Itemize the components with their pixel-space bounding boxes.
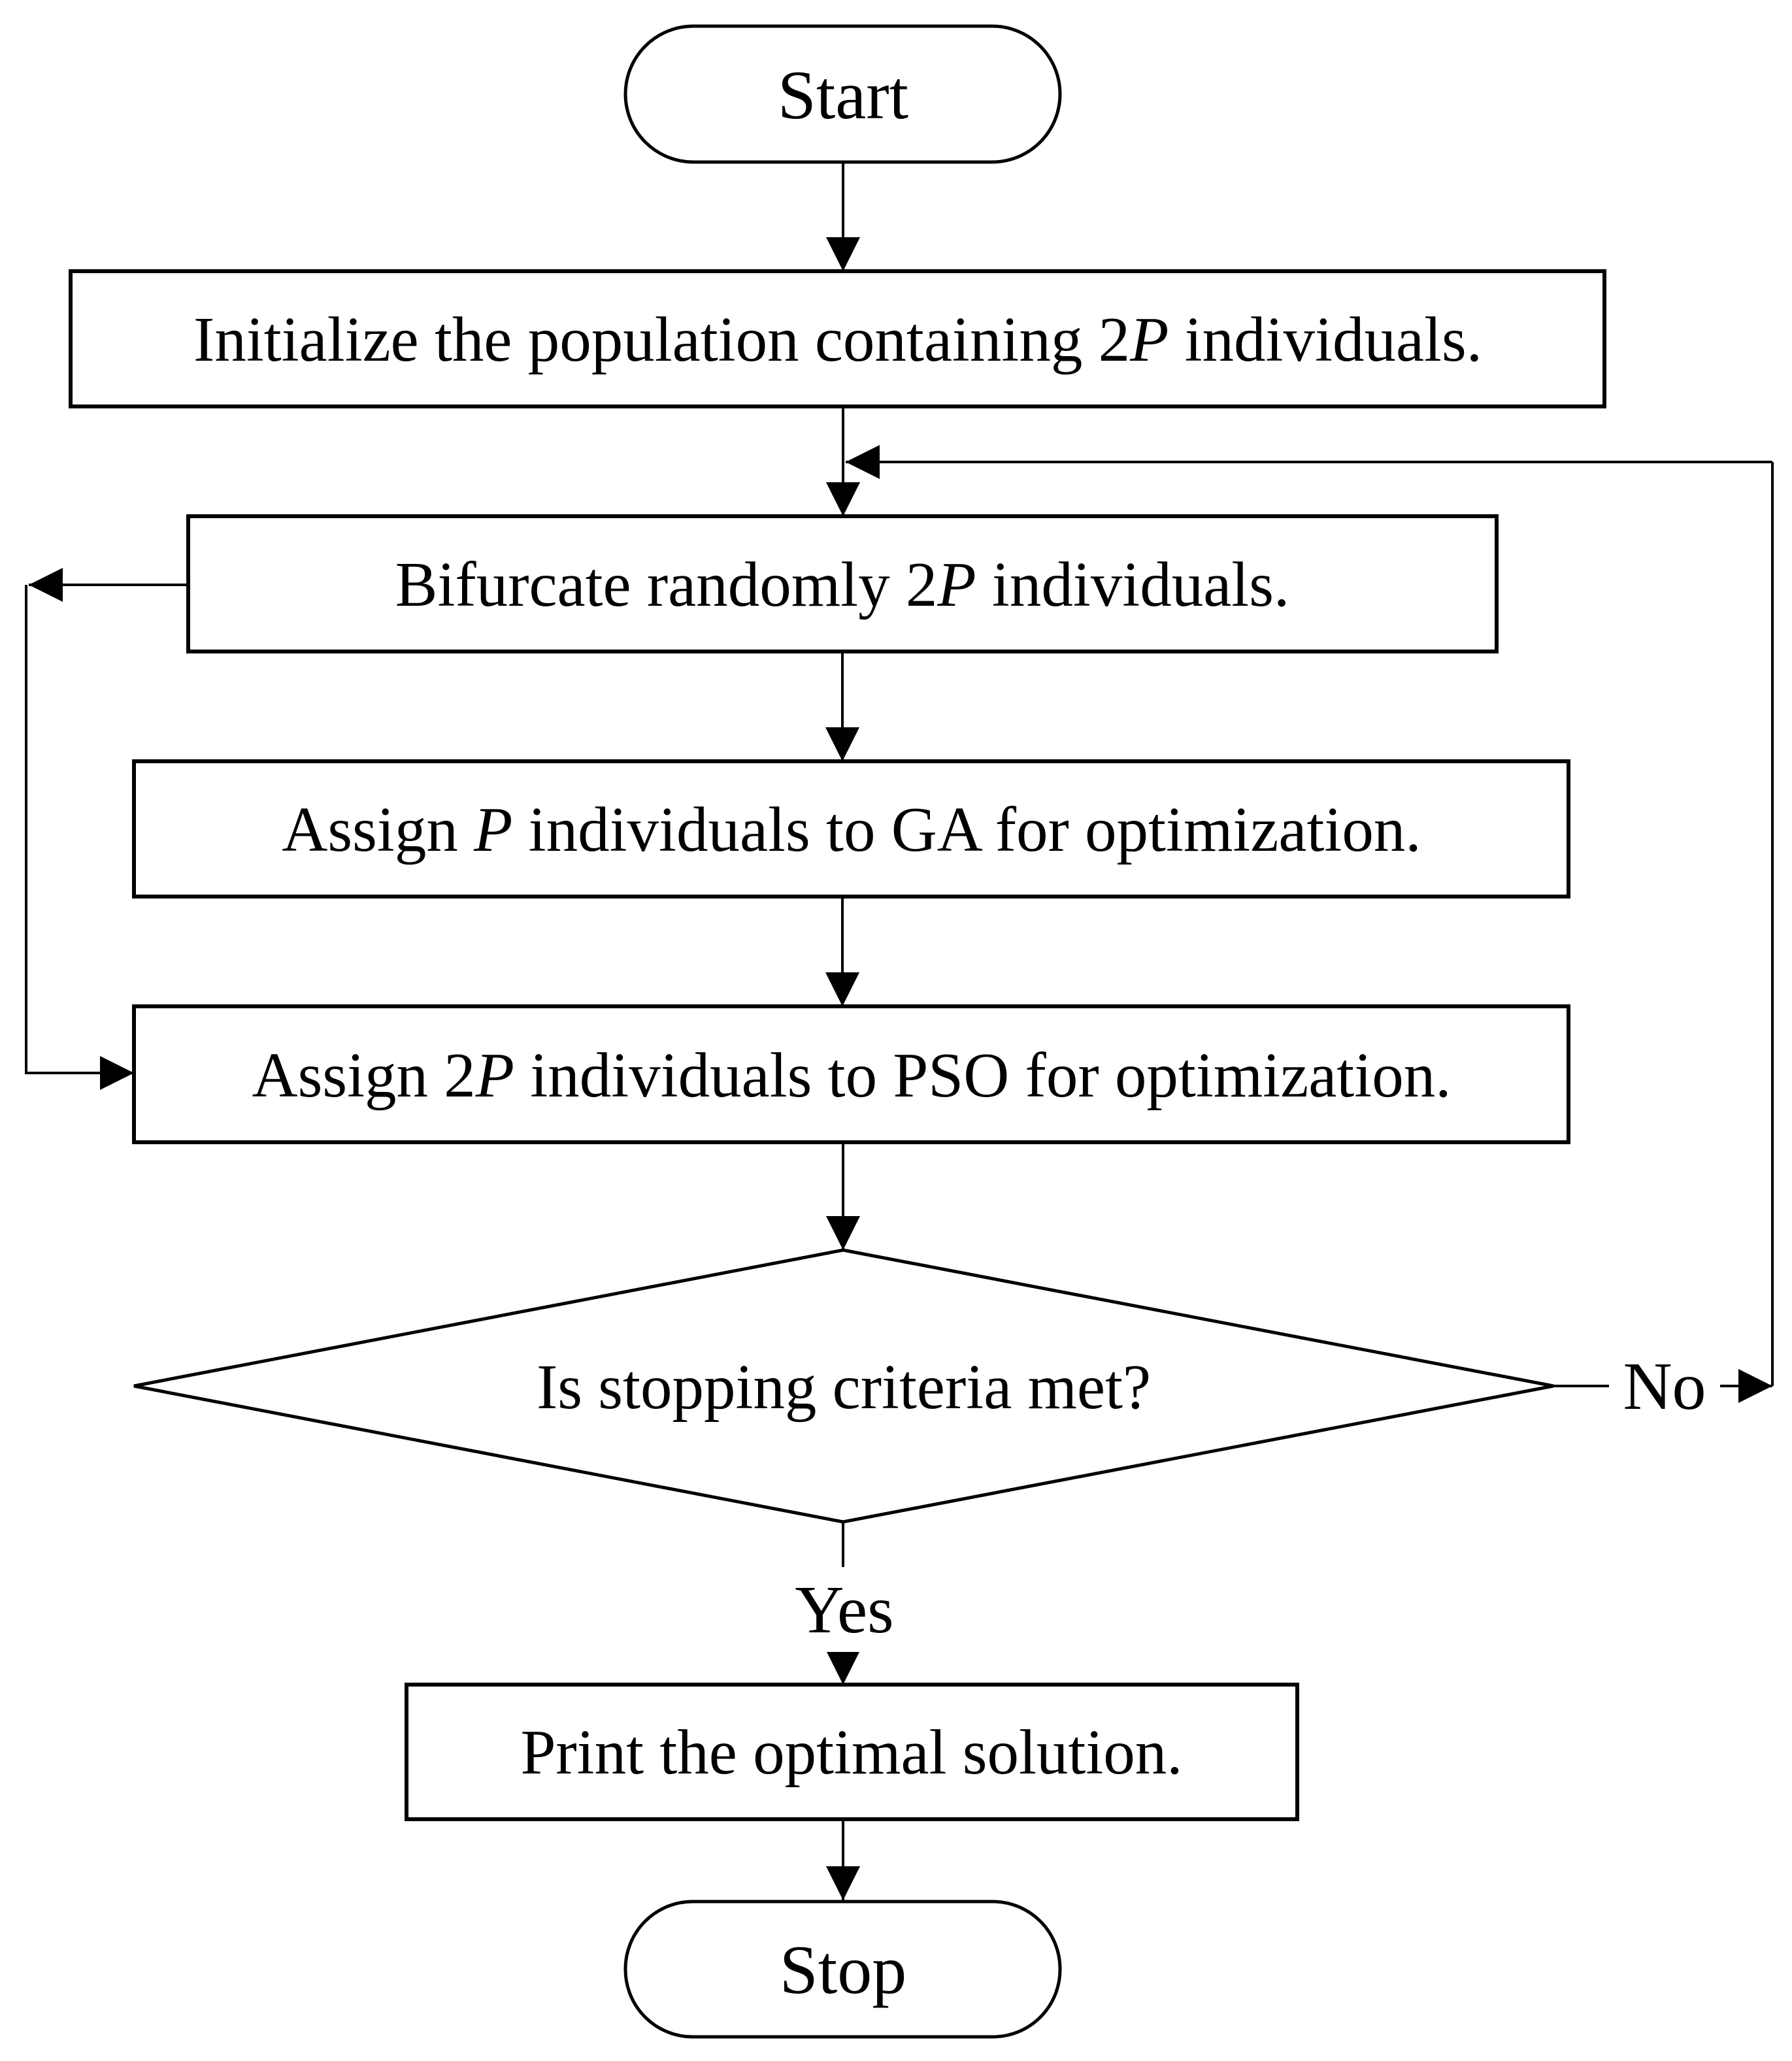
bifurcate-label: Bifurcate randomly 2P individuals. bbox=[395, 550, 1290, 619]
start-node bbox=[623, 24, 1062, 164]
bifurcate-node bbox=[186, 514, 1499, 653]
no-label: No bbox=[1623, 1349, 1706, 1424]
edge-labels: Yes No bbox=[783, 1344, 1720, 1652]
decision-node bbox=[133, 1248, 1554, 1524]
decision-label: Is stopping criteria met? bbox=[537, 1352, 1151, 1422]
bifurcate-loop-arrow-into-pso bbox=[25, 585, 134, 1090]
yes-label-background bbox=[783, 1567, 907, 1652]
assign-ga-node bbox=[132, 759, 1570, 899]
initialize-label: Initialize the population containing 2P … bbox=[193, 305, 1482, 374]
no-label-background bbox=[1609, 1344, 1720, 1428]
nodes: Start Initialize the population containi… bbox=[69, 24, 1606, 2039]
assign-pso-node bbox=[132, 1004, 1570, 1144]
print-solution-node bbox=[405, 1683, 1299, 1821]
yes-label: Yes bbox=[795, 1572, 893, 1647]
print-solution-label: Print the optimal solution. bbox=[520, 1717, 1182, 1787]
start-label: Start bbox=[778, 57, 908, 133]
stop-node bbox=[623, 1900, 1062, 2039]
initialize-node bbox=[69, 269, 1606, 408]
stop-label: Stop bbox=[780, 1932, 906, 2008]
assign-ga-label: Assign P individuals to GA for optimizat… bbox=[282, 795, 1421, 865]
assign-pso-label: Assign 2P individuals to PSO for optimiz… bbox=[252, 1040, 1452, 1110]
